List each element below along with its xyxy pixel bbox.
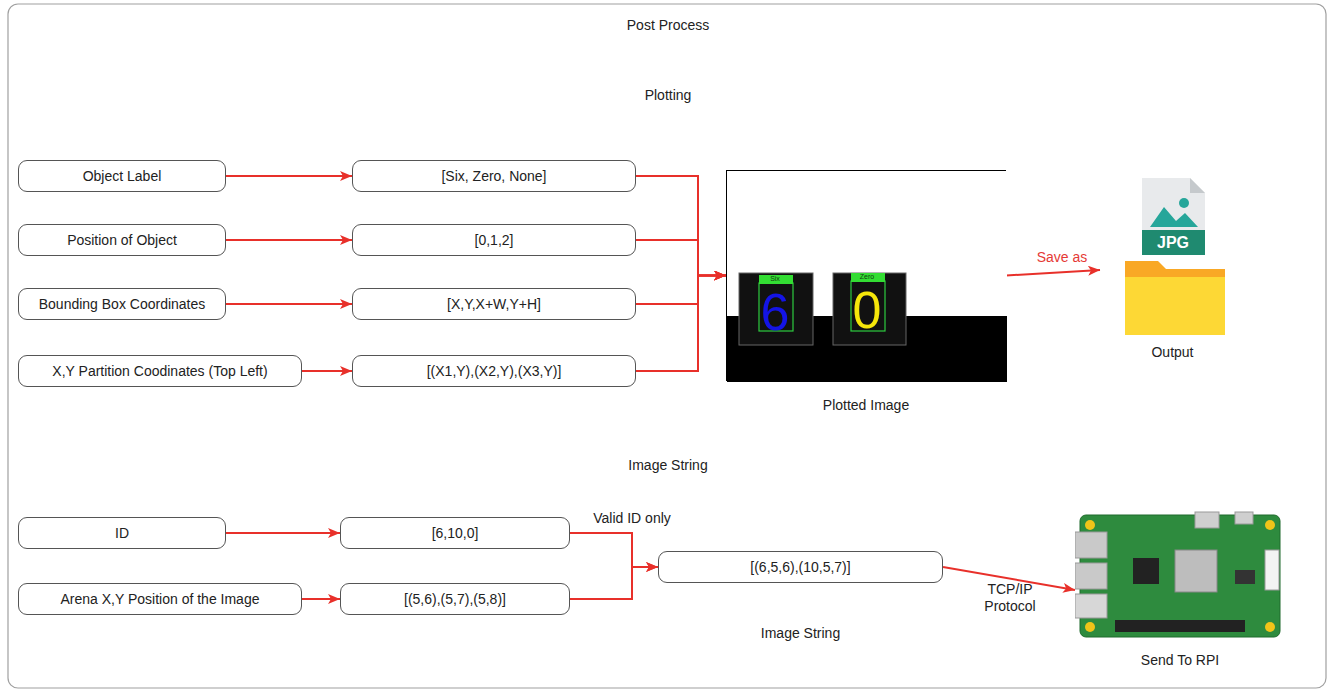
node-label: [X,Y,X+W,Y+H] [447, 296, 541, 313]
process-box: [(5,6),(5,7),(5,8)] [340, 583, 570, 615]
edge-label: Save as [1037, 249, 1088, 266]
box-tag: Zero [860, 273, 874, 280]
process-box: [0,1,2] [352, 224, 636, 256]
edge-label: Valid ID only [593, 510, 671, 527]
node-label: Object Label [83, 168, 162, 185]
box-tag: Six [770, 275, 780, 282]
connector-arrow [636, 240, 726, 276]
node-caption: Plotted Image [727, 396, 1005, 414]
node-label: Bounding Box Coordinates [39, 296, 206, 313]
node-label: Arena X,Y Position of the Image [61, 591, 260, 608]
node-label: [(X1,Y),(X2,Y),(X3,Y)] [427, 363, 562, 380]
node-label: [0,1,2] [475, 232, 514, 249]
digit: 0 [853, 284, 882, 336]
node-caption: Image String [659, 624, 942, 642]
raspberry-pi-board: Send To RPI [1075, 510, 1285, 670]
node-label: X,Y Partition Coodinates (Top Left) [52, 363, 267, 380]
section-heading: Plotting [645, 88, 692, 102]
connector-arrow [226, 532, 340, 534]
output-file-icon: Output [1100, 175, 1245, 365]
process-box: [X,Y,X+W,Y+H] [352, 288, 636, 320]
connector-arrow [636, 176, 726, 276]
diagram-title: Post Process [627, 17, 709, 33]
image-string-box: [(6,5,6),(10,5,7)]Image String [658, 551, 943, 583]
process-box: Bounding Box Coordinates [18, 288, 226, 320]
file-type: JPG [1157, 235, 1189, 251]
process-box: Position of Object [18, 224, 226, 256]
node-label: Position of Object [67, 232, 177, 249]
process-box: X,Y Partition Coodinates (Top Left) [18, 355, 302, 387]
section-heading: Image String [628, 458, 707, 472]
connector-arrow [1006, 270, 1100, 276]
connector-arrow [636, 276, 726, 372]
process-box: [6,10,0] [340, 517, 570, 549]
connector-arrow [226, 175, 352, 177]
connector-arrow [226, 303, 352, 305]
connector-arrow [226, 239, 352, 241]
process-box: [(X1,Y),(X2,Y),(X3,Y)] [352, 355, 636, 387]
node-label: ID [115, 525, 129, 542]
process-box: ID [18, 517, 226, 549]
process-box: Object Label [18, 160, 226, 192]
digit: 6 [761, 286, 790, 338]
node-label: [Six, Zero, None] [441, 168, 546, 185]
node-label: [(6,5,6),(10,5,7)] [750, 559, 850, 576]
connector-arrow [636, 276, 726, 305]
node-label: [6,10,0] [432, 525, 479, 542]
process-box: Arena X,Y Position of the Image [18, 583, 302, 615]
process-box: [Six, Zero, None] [352, 160, 636, 192]
edge-label: TCP/IP Protocol [975, 581, 1045, 615]
node-caption: Send To RPI [1075, 651, 1285, 669]
connector-arrow [302, 370, 352, 372]
node-label: [(5,6),(5,7),(5,8)] [404, 591, 506, 608]
connector-arrow [302, 598, 340, 600]
connector-arrow [570, 533, 658, 567]
node-caption: Output [1100, 343, 1245, 361]
connector-arrow [570, 567, 658, 599]
